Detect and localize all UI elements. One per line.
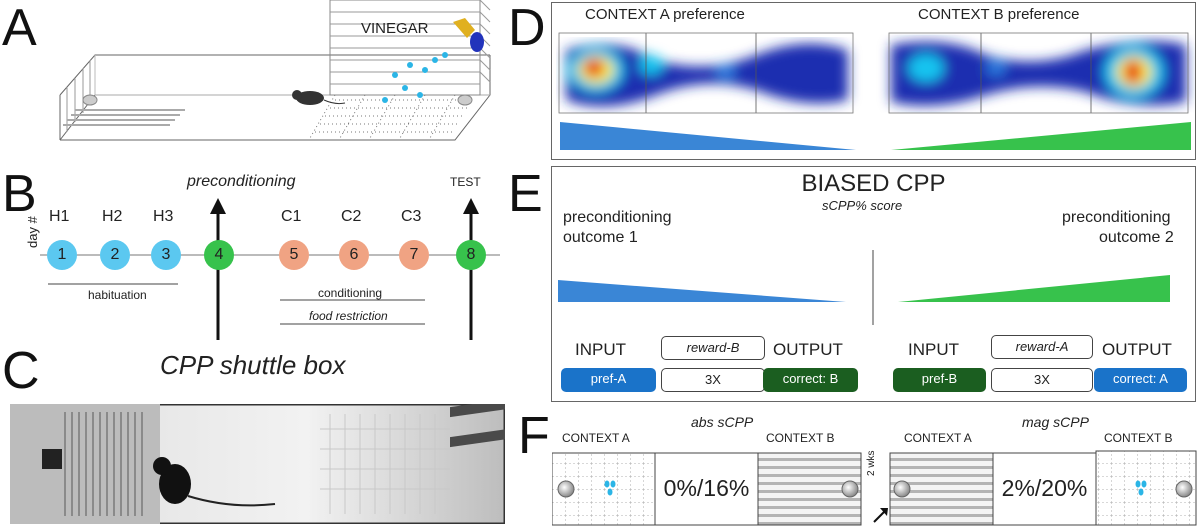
right-outcome-line1: preconditioning [1062,209,1171,226]
day-label-6: C2 [341,208,362,225]
left-input-label: INPUT [575,340,626,359]
preference-heatmaps [556,30,1191,150]
left-outcome-line2: outcome 1 [563,229,638,246]
day-label-7: C3 [401,208,422,225]
right-correct-a-box: correct: A [1094,368,1187,392]
right-pref-b-box: pref-B [893,368,986,392]
scpp-score-subtitle: sCPP% score [822,198,903,213]
habituation-label: habituation [88,288,147,302]
day-circle-5: 5 [279,240,309,270]
right-input-label: INPUT [908,340,959,359]
right-reward-box: reward-A [991,335,1093,359]
panel-label-e: E [508,165,543,223]
panel-label-d: D [508,0,546,57]
right-times-box: 3X [991,368,1093,392]
left-correct-b-box: correct: B [763,368,858,392]
day-circle-2: 2 [100,240,130,270]
left-pref-a-box: pref-A [561,368,656,392]
mag-scpp-title: mag sCPP [1022,414,1089,430]
right-output-label: OUTPUT [1102,340,1172,359]
panel-e-gradients [558,250,1170,325]
f-context-a-left: CONTEXT A [562,431,630,445]
panel-label-f: F [518,407,550,465]
test-label: TEST [450,175,481,189]
context-b-preference-title: CONTEXT B preference [918,6,1080,23]
cpp-shuttle-box-title: CPP shuttle box [160,350,346,380]
day-circle-4: 4 [204,240,234,270]
f-context-a-right: CONTEXT A [904,431,972,445]
right-outcome-line2: outcome 2 [1099,229,1174,246]
day-circle-3: 3 [151,240,181,270]
day-circle-8: 8 [456,240,486,270]
day-circle-7: 7 [399,240,429,270]
day-label-5: C1 [281,208,302,225]
f-context-b-right: CONTEXT B [1104,431,1173,445]
abs-scpp-value: 0%/16% [663,475,750,501]
panel-label-c: C [2,342,40,400]
left-times-box: 3X [661,368,765,392]
preconditioning-label: preconditioning [187,173,296,190]
panel-d-frame [551,2,1196,160]
food-restriction-label: food restriction [309,309,388,323]
day-circle-6: 6 [339,240,369,270]
shuttle-box-illustration [59,0,491,141]
panel-e-frame [551,166,1196,402]
two-weeks-label: 2 wks [866,450,877,476]
panel-f-contexts [552,450,1197,526]
abs-scpp-title: abs sCPP [691,414,754,430]
left-reward-box: reward-B [661,336,765,360]
conditioning-label: conditioning [318,286,383,300]
day-label-3: H3 [153,208,174,225]
left-outcome-line1: preconditioning [563,209,672,226]
vinegar-label: VINEGAR [361,20,429,37]
biased-cpp-title: BIASED CPP [801,170,946,197]
day-label-1: H1 [49,208,70,225]
panel-label-a: A [2,0,37,57]
left-output-label: OUTPUT [773,340,843,359]
day-label-2: H2 [102,208,123,225]
f-context-b-left: CONTEXT B [766,431,835,445]
mag-scpp-value: 2%/20% [1001,475,1088,501]
day-circle-1: 1 [47,240,77,270]
shuttle-box-photo [10,404,505,524]
panel-label-b: B [2,165,37,223]
context-a-preference-title: CONTEXT A preference [585,6,745,23]
